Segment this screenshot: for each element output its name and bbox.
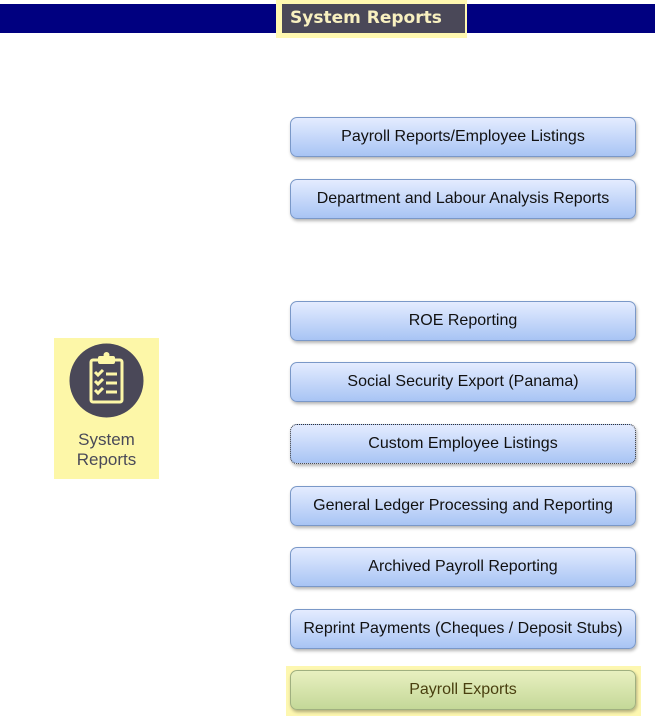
tile-label: System Reports: [54, 430, 159, 470]
system-reports-tile[interactable]: System Reports: [54, 338, 159, 479]
reprint-payments-button[interactable]: Reprint Payments (Cheques / Deposit Stub…: [290, 609, 636, 649]
payroll-reports-button[interactable]: Payroll Reports/Employee Listings: [290, 117, 636, 157]
page-title: System Reports: [282, 4, 465, 33]
department-labour-analysis-button[interactable]: Department and Labour Analysis Reports: [290, 179, 636, 219]
payroll-exports-button[interactable]: Payroll Exports: [290, 670, 636, 710]
clipboard-checklist-icon: [69, 343, 144, 418]
tile-label-line1: System: [78, 430, 135, 449]
tile-label-line2: Reports: [76, 450, 137, 469]
social-security-export-button[interactable]: Social Security Export (Panama): [290, 362, 636, 402]
custom-employee-listings-button[interactable]: Custom Employee Listings: [290, 424, 636, 464]
roe-reporting-button[interactable]: ROE Reporting: [290, 301, 636, 341]
general-ledger-button[interactable]: General Ledger Processing and Reporting: [290, 486, 636, 526]
archived-payroll-reporting-button[interactable]: Archived Payroll Reporting: [290, 547, 636, 587]
